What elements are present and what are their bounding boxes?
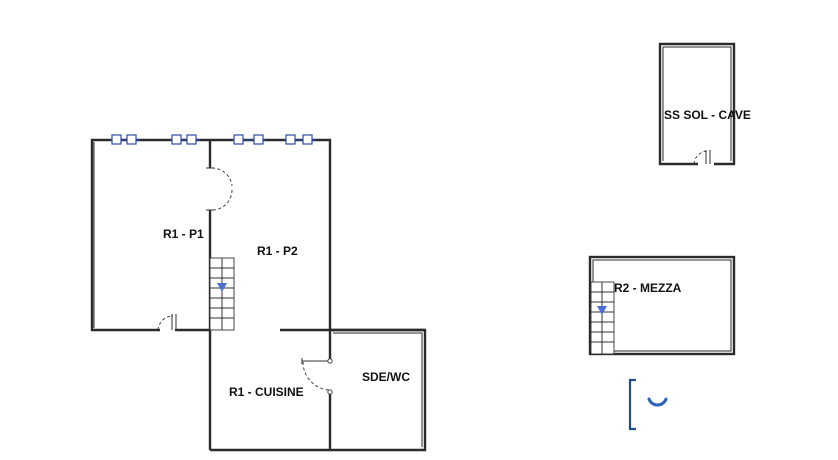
room-r1-cuisine — [210, 358, 333, 452]
room-label-r1-p2: R1 - P2 — [257, 244, 298, 258]
room-r1-p1 — [90, 138, 210, 332]
room-label-r1-cuisine: R1 - CUISINE — [229, 385, 304, 399]
window-icon — [285, 134, 296, 145]
staircase-mezza — [590, 281, 615, 355]
down-arrow-icon — [597, 306, 607, 315]
loading-spinner-icon — [628, 378, 668, 431]
window-icon — [302, 134, 313, 145]
window-icon — [111, 134, 122, 145]
room-r1-p2 — [206, 138, 425, 450]
room-label-ss-sol-cave: SS SOL - CAVE — [664, 108, 751, 122]
room-label-sde-wc: SDE/WC — [362, 370, 410, 384]
window-icon — [233, 134, 244, 145]
window-icon — [253, 134, 264, 145]
room-sde-wc — [330, 328, 427, 452]
window-icon — [171, 134, 182, 145]
room-ss-sol-cave — [658, 42, 736, 166]
window-group-top — [110, 134, 316, 145]
down-arrow-icon — [217, 283, 227, 292]
room-label-r1-p1: R1 - P1 — [163, 227, 204, 241]
staircase-main — [209, 257, 235, 331]
window-icon — [126, 134, 137, 145]
window-icon — [186, 134, 197, 145]
room-label-r2-mezza: R2 - MEZZA — [614, 281, 682, 295]
